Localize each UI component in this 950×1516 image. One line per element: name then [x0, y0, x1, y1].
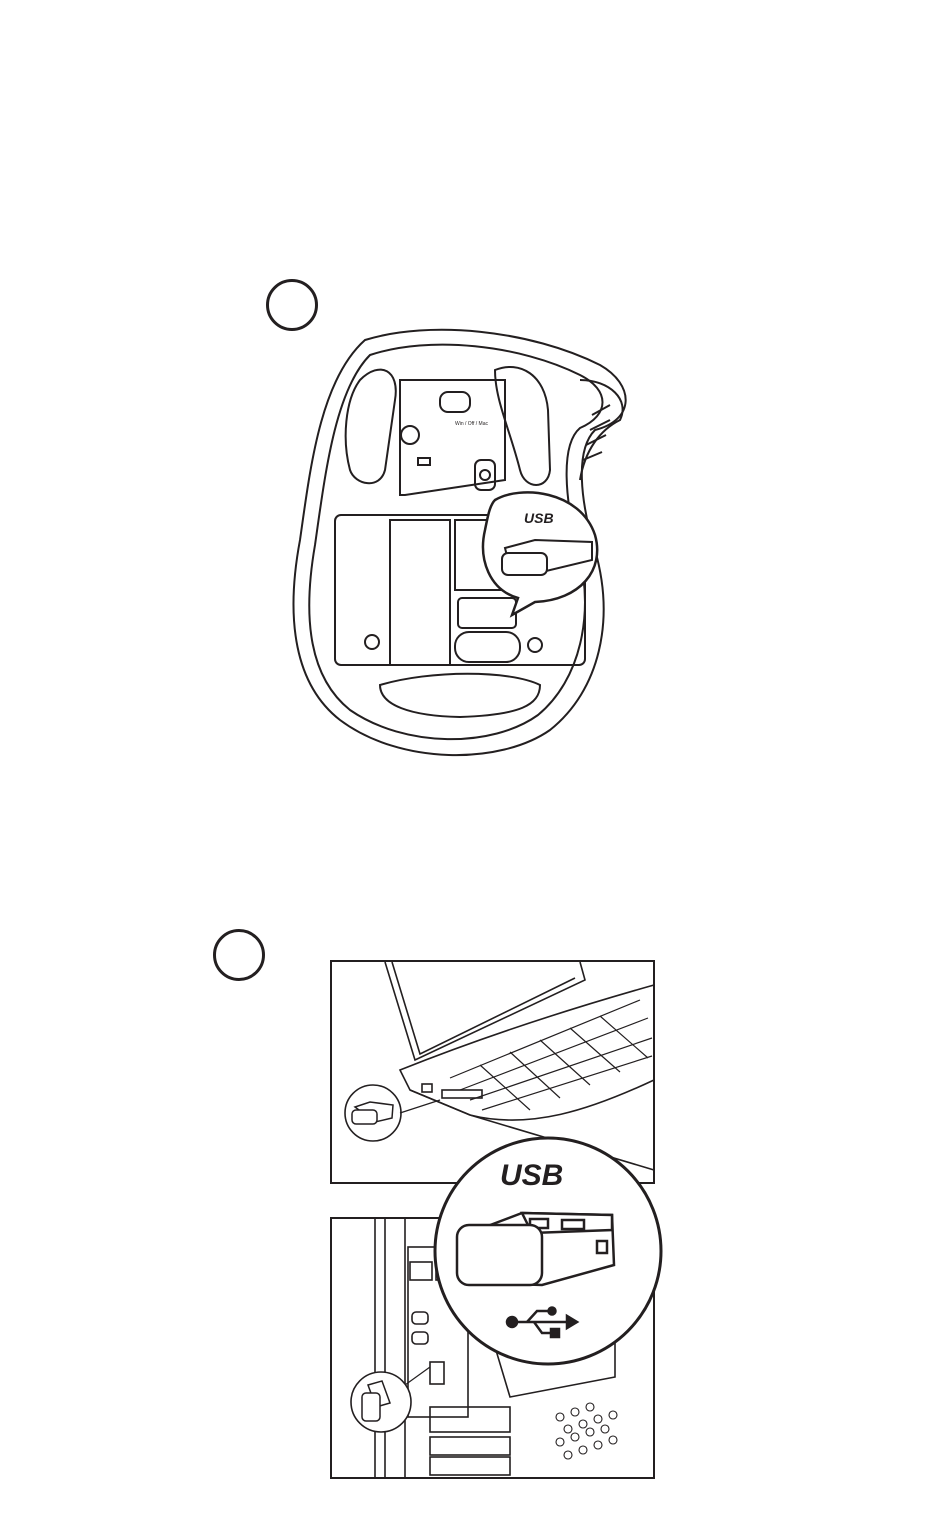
receiver-callout-usb-label: USB — [500, 1159, 563, 1192]
mode-switch-label: Win / Off / Mac — [455, 421, 488, 427]
step-2-marker — [213, 929, 265, 981]
mouse-underside-illustration: Win / Off / Mac USB — [280, 320, 640, 770]
usb-receiver-callout: USB — [432, 1135, 664, 1367]
mouse-callout-usb-label: USB — [524, 510, 554, 526]
